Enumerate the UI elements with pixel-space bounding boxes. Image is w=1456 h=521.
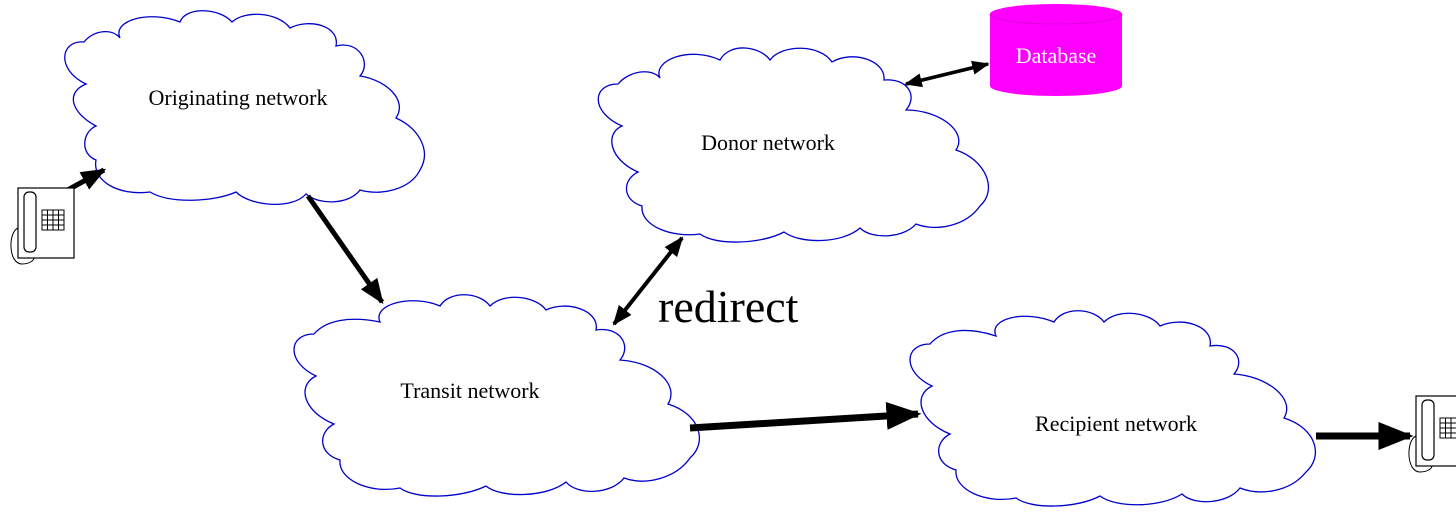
database-cylinder: Database <box>989 4 1123 96</box>
originating-network-label: Originating network <box>148 85 327 110</box>
database-top <box>990 4 1122 24</box>
transit-network-label: Transit network <box>400 378 539 403</box>
handset <box>23 191 37 253</box>
recipient-network-label: Recipient network <box>1035 411 1197 436</box>
transit-network-cloud: Transit network <box>293 294 700 497</box>
originating-network-cloud: Originating network <box>64 10 425 205</box>
arrow-donor-database-bidirectional <box>904 60 990 88</box>
telephone-icon <box>10 187 75 265</box>
arrow-redirect-bidirectional <box>612 236 684 326</box>
redirect-label: redirect <box>658 281 799 332</box>
donor-cloud-outline <box>597 47 990 243</box>
donor-network-label: Donor network <box>701 130 835 155</box>
recipient-network-cloud: Recipient network <box>909 310 1316 507</box>
database-label: Database <box>1016 43 1097 68</box>
donor-network-cloud: Donor network <box>597 47 990 243</box>
handset <box>1421 399 1435 461</box>
recipient-cloud-outline <box>909 310 1316 507</box>
transit-cloud-outline <box>293 294 700 497</box>
arrow-originating-to-transit <box>305 194 385 305</box>
database-body <box>990 14 1122 96</box>
database-top-rim <box>989 13 1123 25</box>
originating-cloud-outline <box>64 10 425 205</box>
telephone-icon <box>1408 395 1456 473</box>
arrow-transit-to-recipient <box>689 401 922 432</box>
